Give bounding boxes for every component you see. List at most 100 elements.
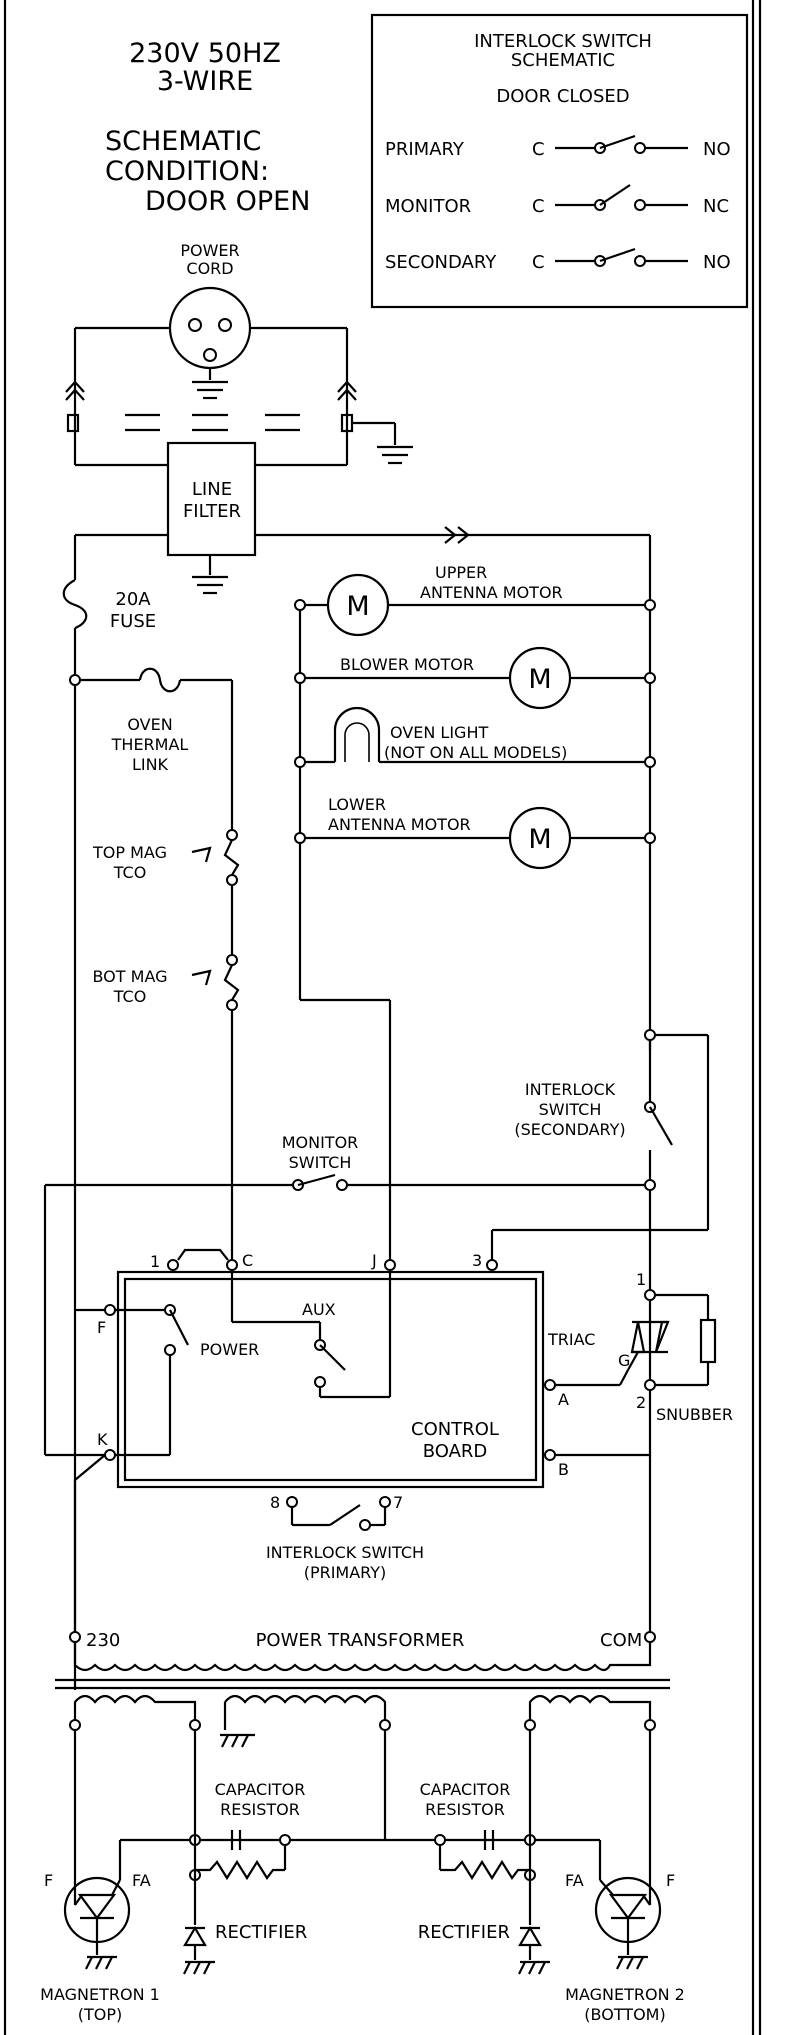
terminal-f: F	[97, 1318, 106, 1337]
monitor-switch-label-2: SWITCH	[289, 1153, 352, 1172]
terminal-1: 1	[150, 1252, 160, 1271]
terminal-7: 7	[393, 1493, 403, 1512]
power-transformer: 230 COM POWER TRANSFORMER	[55, 1630, 670, 1748]
supply-spec: 230V 50HZ 3-WIRE	[129, 38, 281, 97]
triac-snubber: 1 TRIAC G 2 SNUBBER	[547, 1270, 733, 1632]
triac-gate: G	[618, 1351, 630, 1370]
legend-monitor-switch-icon	[555, 184, 688, 211]
legend-secondary-switch-icon	[555, 247, 688, 267]
capacitor-resistor-right: CAPACITOR RESISTOR	[420, 1780, 536, 1881]
bot-mag-tco-label: BOT MAG	[92, 967, 167, 986]
rectifier-left: RECTIFIER	[183, 1922, 307, 1975]
terminal-j: J	[371, 1251, 377, 1270]
thermal-link-label: OVEN	[127, 715, 172, 734]
terminal-c: C	[242, 1251, 253, 1270]
filament-winding-bottom-icon	[528, 1694, 652, 1720]
power-cord-label-2: CORD	[186, 259, 233, 278]
blower-motor-label: BLOWER MOTOR	[340, 655, 474, 674]
legend-primary-label: PRIMARY	[385, 139, 465, 160]
legend-secondary-state: NO	[703, 252, 731, 273]
interlock-primary: 8 7 INTERLOCK SWITCH (PRIMARY)	[266, 1493, 424, 1582]
tap-com: COM	[600, 1630, 642, 1651]
cord-ground-icon	[192, 380, 228, 400]
hv-ground-icon	[220, 1733, 255, 1748]
thermal-link: OVEN THERMAL LINK	[69, 667, 234, 830]
line-filter-label: LINE	[192, 479, 232, 500]
filter-ground-icon	[192, 575, 228, 595]
upper-antenna-motor-icon: M	[346, 591, 369, 622]
lower-antenna-motor-icon: M	[528, 824, 551, 855]
capacitor-label-right: CAPACITOR	[420, 1780, 511, 1799]
rectifier-right-label: RECTIFIER	[418, 1922, 510, 1943]
terminal-b: B	[558, 1460, 569, 1479]
top-mag-tco-label: TOP MAG	[92, 843, 167, 862]
upper-antenna-motor: M UPPER ANTENNA MOTOR	[294, 563, 656, 637]
legend-monitor-common: C	[532, 196, 545, 217]
oven-light: OVEN LIGHT (NOT ON ALL MODELS)	[294, 706, 656, 768]
legend-box	[370, 13, 749, 309]
top-mag-tco: TOP MAG TCO	[92, 829, 240, 955]
resistor-label-left: RESISTOR	[220, 1800, 300, 1819]
magnetron-2-f: F	[666, 1871, 675, 1890]
condition-line-1: SCHEMATIC	[105, 126, 261, 157]
resistor-label-right: RESISTOR	[425, 1800, 505, 1819]
terminal-k: K	[97, 1430, 108, 1449]
capacitor-label-left: CAPACITOR	[215, 1780, 306, 1799]
aux-relay-label: AUX	[302, 1300, 336, 1319]
terminal-8: 8	[270, 1493, 280, 1512]
triac-terminal-1: 1	[636, 1270, 646, 1289]
magnetron-2-fa: FA	[565, 1871, 584, 1890]
high-voltage-winding-icon	[224, 1694, 387, 1720]
magnetron-1-label: MAGNETRON 1	[40, 1985, 160, 2004]
snubber-resistor-icon	[699, 1318, 717, 1364]
control-board-label: CONTROL	[411, 1419, 499, 1440]
magnetron-1-sublabel: (TOP)	[78, 2005, 123, 2024]
power-cord-label: POWER	[180, 241, 239, 260]
high-voltage-circuit: CAPACITOR RESISTOR CAPACITOR RESISTOR	[73, 1730, 652, 1975]
blower-motor: M BLOWER MOTOR	[294, 646, 656, 710]
interlock-secondary-label: INTERLOCK	[525, 1080, 616, 1099]
snubber-label: SNUBBER	[656, 1405, 733, 1424]
cord-connectors	[65, 380, 413, 465]
interlock-secondary-label-2: SWITCH	[539, 1100, 602, 1119]
oven-light-label: OVEN LIGHT	[390, 723, 488, 742]
bot-mag-tco: BOT MAG TCO	[92, 954, 240, 1265]
legend-secondary-label: SECONDARY	[385, 252, 497, 273]
magnetron-2-label: MAGNETRON 2	[565, 1985, 685, 2004]
resistor-right-icon	[440, 1859, 530, 1881]
lower-antenna-label-2: ANTENNA MOTOR	[328, 815, 471, 834]
magnetron-1-f: F	[44, 1871, 53, 1890]
capacitor-resistor-left: CAPACITOR RESISTOR	[189, 1780, 306, 1881]
filament-winding-top-icon	[73, 1694, 197, 1720]
interlock-primary-label-2: (PRIMARY)	[304, 1563, 387, 1582]
legend-subtitle: DOOR CLOSED	[496, 86, 629, 107]
upper-antenna-label: UPPER	[435, 563, 487, 582]
rectifier-left-icon	[183, 1925, 207, 1947]
magnetron-1-fa: FA	[132, 1871, 151, 1890]
primary-winding-icon	[73, 1642, 652, 1672]
legend-title-2: SCHEMATIC	[511, 50, 615, 71]
rectifier-left-label: RECTIFIER	[215, 1922, 307, 1943]
chassis-ground-icon	[377, 445, 413, 465]
legend-primary-switch-icon	[555, 134, 688, 154]
upper-antenna-label-2: ANTENNA MOTOR	[420, 583, 563, 602]
legend-title: INTERLOCK SWITCH	[474, 31, 652, 52]
lower-antenna-motor: M LOWER ANTENNA MOTOR	[294, 795, 656, 870]
thermal-link-label-3: LINK	[132, 755, 169, 774]
transformer-label: POWER TRANSFORMER	[256, 1630, 465, 1651]
monitor-switch: MONITOR SWITCH	[43, 1133, 652, 1457]
legend-secondary-common: C	[532, 252, 545, 273]
interlock-secondary: INTERLOCK SWITCH (SECONDARY)	[490, 1029, 710, 1262]
resistor-left-icon	[195, 1859, 285, 1881]
terminal-a: A	[558, 1390, 569, 1409]
triac-terminal-2: 2	[636, 1393, 646, 1412]
line-filter-box	[166, 441, 257, 557]
motor-bank: M UPPER ANTENNA MOTOR M BLOWER MOTOR OVE…	[294, 563, 656, 1265]
interlock-secondary-label-3: (SECONDARY)	[514, 1120, 625, 1139]
condition-line-3: DOOR OPEN	[145, 186, 310, 217]
line-filter-label-2: FILTER	[183, 501, 241, 522]
supply-wiring: 3-WIRE	[157, 66, 253, 97]
legend-primary-state: NO	[703, 139, 731, 160]
magnetron-2-sublabel: (BOTTOM)	[584, 2005, 665, 2024]
